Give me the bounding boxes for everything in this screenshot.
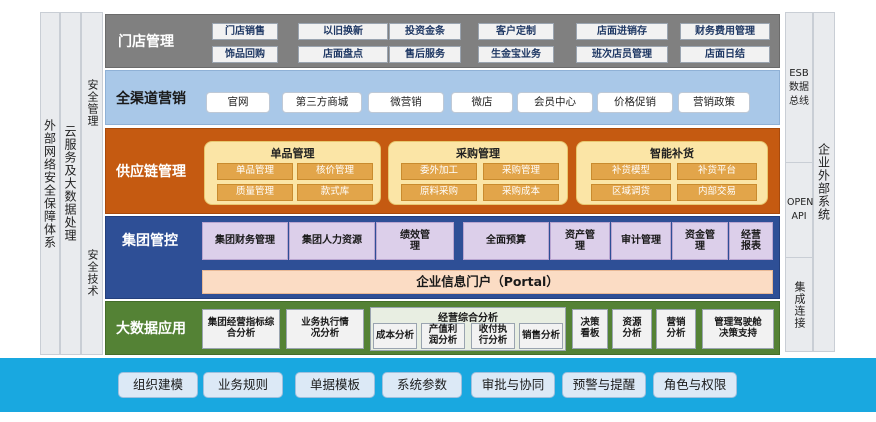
supply-item[interactable]: 原料采购 (401, 184, 477, 201)
supply-item[interactable]: 内部交易 (677, 184, 757, 201)
business-analysis-header: 经营综合分析 (438, 313, 498, 324)
open-api-block: OPEN API (786, 163, 814, 258)
product-management-group: 单品管理 单品管理 核价管理 质量管理 款式库 (204, 141, 381, 205)
bigdata-item[interactable]: 营销分析 (656, 309, 696, 349)
supply-chain-row: 供应链管理 单品管理 单品管理 核价管理 质量管理 款式库 采购管理 委外加工 … (105, 128, 780, 214)
platform-item[interactable]: 审批与协同 (471, 372, 555, 398)
supply-item[interactable]: 补货模型 (591, 163, 671, 180)
portal-bar[interactable]: 企业信息门户（Portal） (202, 270, 773, 294)
group-item[interactable]: 经营报表 (729, 222, 773, 260)
external-systems-label: 企业外部系统 (816, 143, 831, 221)
platform-item[interactable]: 系统参数 (382, 372, 462, 398)
security-column: 安全管理 安全技术 (81, 12, 103, 355)
esb-block: ESB数据总线 (786, 13, 812, 163)
omni-item[interactable]: 会员中心 (517, 92, 593, 113)
supply-item[interactable]: 补货平台 (677, 163, 757, 180)
business-analysis-group: 经营综合分析 成本分析 产值利润分析 收付执行分析 销售分析 (370, 307, 566, 351)
procurement-management-title: 采购管理 (456, 147, 500, 160)
integration-label: 集成连接 (793, 280, 806, 329)
security-management-block: 安全管理 (82, 63, 102, 143)
supply-item[interactable]: 采购成本 (483, 184, 559, 201)
store-item[interactable]: 饰品回购 (212, 46, 278, 63)
supply-item[interactable]: 质量管理 (217, 184, 293, 201)
bigdata-item[interactable]: 管理驾驶舱决策支持 (702, 309, 774, 349)
open-api-label: OPEN API (787, 197, 814, 222)
omni-item[interactable]: 微营销 (368, 92, 444, 113)
platform-base-bar: 组织建模 业务规则 单据模板 系统参数 审批与协同 预警与提醒 角色与权限 (0, 358, 876, 412)
platform-item[interactable]: 预警与提醒 (562, 372, 646, 398)
security-technology-block: 安全技术 (82, 233, 102, 313)
group-item[interactable]: 全面预算 (463, 222, 549, 260)
network-security-label: 外部网络安全保障体系 (42, 118, 57, 249)
integration-block: 集成连接 (786, 258, 812, 351)
bigdata-sub-item[interactable]: 成本分析 (373, 323, 417, 349)
omni-item[interactable]: 营销政策 (678, 92, 750, 113)
platform-item[interactable]: 角色与权限 (653, 372, 737, 398)
omni-item[interactable]: 官网 (206, 92, 270, 113)
store-management-title: 门店管理 (118, 34, 174, 50)
group-item[interactable]: 集团财务管理 (202, 222, 288, 260)
external-systems-column: 企业外部系统 (813, 12, 835, 352)
omni-channel-title: 全渠道营销 (116, 90, 186, 107)
group-item[interactable]: 绩效管理 (376, 222, 454, 260)
supply-item[interactable]: 区域调货 (591, 184, 671, 201)
group-control-title: 集团管控 (122, 233, 178, 249)
store-item[interactable]: 生金宝业务 (478, 46, 554, 63)
store-management-row: 门店管理 门店销售 以旧换新 投资金条 客户定制 店面进销存 财务费用管理 饰品… (105, 14, 780, 68)
store-item[interactable]: 财务费用管理 (680, 23, 770, 40)
store-item[interactable]: 门店销售 (212, 23, 278, 40)
omni-item[interactable]: 第三方商城 (282, 92, 362, 113)
store-item[interactable]: 售后服务 (389, 46, 461, 63)
store-item[interactable]: 班次店员管理 (576, 46, 668, 63)
supply-item[interactable]: 核价管理 (297, 163, 373, 180)
smart-replenishment-group: 智能补货 补货模型 补货平台 区域调货 内部交易 (576, 141, 768, 205)
supply-item[interactable]: 单品管理 (217, 163, 293, 180)
omni-item[interactable]: 价格促销 (597, 92, 673, 113)
group-control-row: 集团管控 集团财务管理 集团人力资源 绩效管理 全面预算 资产管理 审计管理 资… (105, 216, 780, 299)
group-item[interactable]: 审计管理 (611, 222, 671, 260)
product-management-title: 单品管理 (270, 147, 315, 160)
bigdata-sub-item[interactable]: 收付执行分析 (471, 323, 515, 349)
supply-item[interactable]: 委外加工 (401, 163, 477, 180)
security-management-label: 安全管理 (86, 79, 99, 127)
platform-item[interactable]: 组织建模 (118, 372, 198, 398)
platform-item[interactable]: 业务规则 (203, 372, 283, 398)
platform-item[interactable]: 单据模板 (295, 372, 375, 398)
omni-item[interactable]: 微店 (451, 92, 513, 113)
bigdata-item[interactable]: 业务执行情况分析 (286, 309, 364, 349)
integration-column: ESB数据总线 OPEN API 集成连接 (785, 12, 813, 352)
security-technology-label: 安全技术 (86, 249, 99, 297)
supply-chain-title: 供应链管理 (116, 164, 186, 180)
group-item[interactable]: 资产管理 (550, 222, 610, 260)
procurement-management-group: 采购管理 委外加工 采购管理 原料采购 采购成本 (388, 141, 568, 205)
store-item[interactable]: 店面盘点 (298, 46, 388, 63)
bigdata-item[interactable]: 集团经营指标综合分析 (202, 309, 280, 349)
omni-channel-row: 全渠道营销 官网 第三方商城 微营销 微店 会员中心 价格促销 营销政策 (105, 70, 780, 125)
store-item[interactable]: 店面日结 (680, 46, 770, 63)
big-data-row: 大数据应用 集团经营指标综合分析 业务执行情况分析 经营综合分析 成本分析 产值… (105, 301, 780, 355)
supply-item[interactable]: 款式库 (297, 184, 373, 201)
store-item[interactable]: 以旧换新 (298, 23, 388, 40)
cloud-bigdata-column: 云服务及大数据处理 (60, 12, 81, 355)
cloud-bigdata-label: 云服务及大数据处理 (63, 125, 77, 242)
smart-replenishment-title: 智能补货 (650, 147, 694, 160)
supply-item[interactable]: 采购管理 (483, 163, 559, 180)
network-security-column: 外部网络安全保障体系 (40, 12, 60, 355)
store-item[interactable]: 投资金条 (389, 23, 461, 40)
esb-label: ESB数据总线 (789, 67, 809, 107)
bigdata-item[interactable]: 资源分析 (612, 309, 652, 349)
bigdata-item[interactable]: 决策看板 (572, 309, 608, 349)
store-item[interactable]: 店面进销存 (576, 23, 668, 40)
big-data-title: 大数据应用 (116, 321, 186, 337)
group-item[interactable]: 集团人力资源 (289, 222, 375, 260)
bigdata-sub-item[interactable]: 产值利润分析 (421, 323, 465, 349)
group-item[interactable]: 资金管理 (672, 222, 728, 260)
bigdata-sub-item[interactable]: 销售分析 (519, 323, 563, 349)
store-item[interactable]: 客户定制 (478, 23, 554, 40)
